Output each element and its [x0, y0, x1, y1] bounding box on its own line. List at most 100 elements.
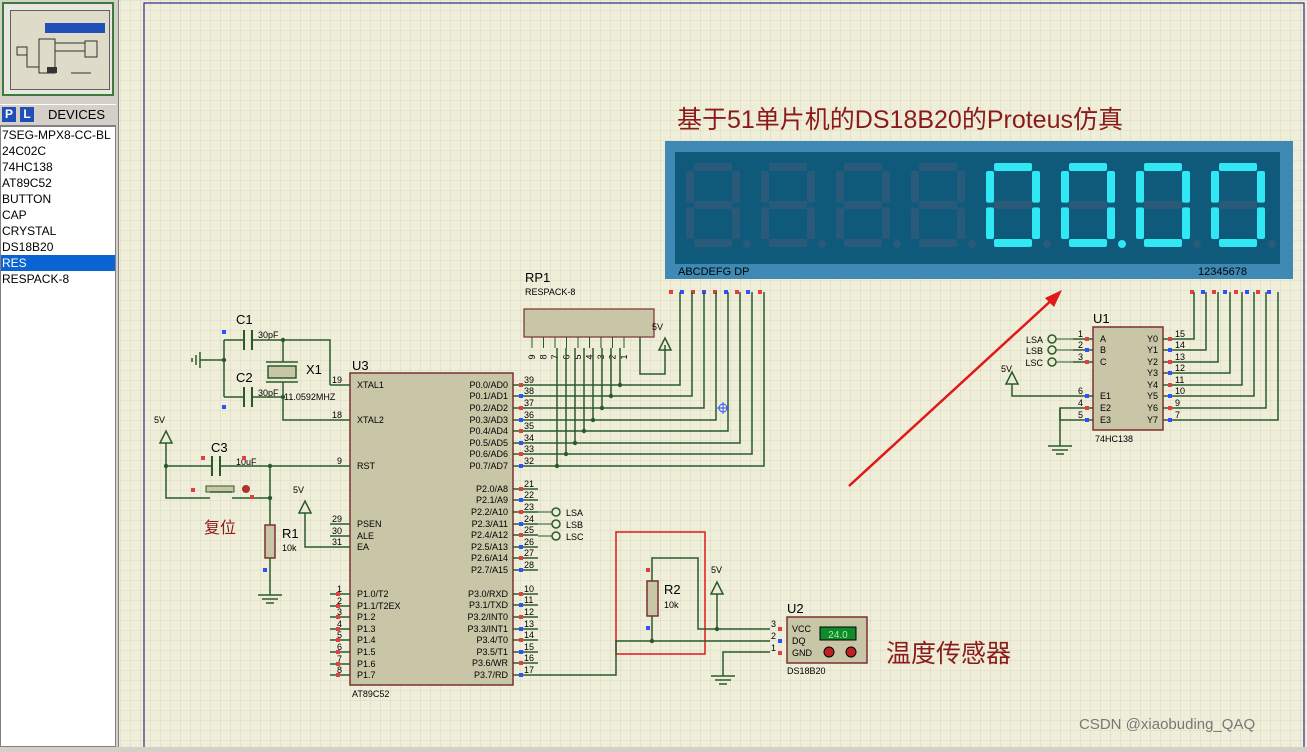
junction	[280, 394, 286, 400]
wire	[538, 292, 729, 432]
u3-pin-name: P0.5/AD5	[469, 438, 508, 448]
u3-pin-number: 2	[337, 596, 342, 606]
overview-thumbnail	[16, 23, 105, 74]
u3-pin-name: P1.3	[357, 624, 376, 634]
u3-pin-number: 16	[524, 653, 534, 663]
pick-devices-button[interactable]: P	[2, 107, 16, 122]
u3-pin-number: 37	[524, 398, 534, 408]
library-manager-button[interactable]: L	[20, 107, 34, 122]
segment	[1061, 207, 1069, 239]
device-item[interactable]: RESPACK-8	[2, 272, 70, 286]
segment-labels: ABCDEFG DP	[678, 266, 750, 278]
r1-ref: R1	[282, 526, 299, 541]
pin-marker	[519, 394, 523, 398]
u3-pin-name: P1.0/T2	[357, 589, 389, 599]
c3-value: 10uF	[236, 457, 257, 467]
u1-5v-label: 5V	[1001, 364, 1012, 374]
segment	[911, 171, 919, 203]
device-item[interactable]: DS18B20	[2, 240, 54, 254]
u3-pin-name: XTAL2	[357, 415, 384, 425]
pin-marker	[519, 627, 523, 631]
device-item[interactable]: 74HC138	[2, 160, 53, 174]
u1-pin-number: 7	[1175, 410, 1180, 420]
u2-pin-name: GND	[792, 648, 813, 658]
u3-pin-number: 34	[524, 433, 534, 443]
pin-marker	[646, 626, 650, 630]
button-actuator	[242, 485, 250, 493]
u2-pin-number: 2	[771, 631, 776, 641]
device-item[interactable]: BUTTON	[2, 192, 52, 206]
segment	[1219, 239, 1257, 247]
device-item[interactable]: 7SEG-MPX8-CC-BL	[2, 128, 111, 142]
net-terminal	[551, 507, 561, 517]
decimal-point	[818, 240, 826, 248]
segment	[1069, 163, 1107, 171]
pin-marker	[519, 406, 523, 410]
u3-pin-name: P3.5/T1	[476, 647, 508, 657]
u3-pin-name: PSEN	[357, 519, 382, 529]
u3-pin-number: 36	[524, 410, 534, 420]
pin-marker	[1267, 290, 1271, 294]
junction	[572, 440, 578, 446]
u1-pin-number: 4	[1078, 398, 1083, 408]
segment	[686, 207, 694, 239]
device-item[interactable]: RES	[1, 255, 115, 271]
pointer-arrow	[848, 296, 1056, 487]
segment	[694, 201, 732, 209]
rp1-pin-num: 5	[573, 354, 583, 359]
rp1-ref: RP1	[525, 270, 550, 285]
overview-window[interactable]	[2, 2, 114, 96]
u3-pin-name: P3.7/RD	[474, 670, 509, 680]
c1-ref: C1	[236, 312, 253, 327]
c2-ref: C2	[236, 370, 253, 385]
pin-marker	[519, 464, 523, 468]
u3-pin-name: P3.6/WR	[472, 658, 509, 668]
power-terminal	[657, 336, 673, 351]
device-item[interactable]: AT89C52	[2, 176, 52, 190]
watermark: CSDN @xiaobuding_QAQ	[1079, 716, 1256, 733]
wire	[1183, 292, 1231, 374]
crystal-body	[267, 365, 297, 379]
rp1-pin-num: 8	[539, 354, 549, 359]
pin-marker	[1085, 418, 1089, 422]
u2-pin-number: 1	[771, 643, 776, 653]
devices-header: P L DEVICES	[0, 104, 116, 126]
u3-pin-name: EA	[357, 542, 369, 552]
pin-marker	[336, 592, 340, 596]
junction	[563, 451, 569, 457]
net-terminal	[551, 519, 561, 529]
u3-pin-name: P3.2/INT0	[467, 612, 508, 622]
wire	[722, 651, 770, 676]
c1-value: 30pF	[258, 330, 279, 340]
u3-part: AT89C52	[352, 689, 389, 699]
decimal-point	[1118, 240, 1126, 248]
u3-pin-number: 1	[337, 584, 342, 594]
u1-pin-name: A	[1100, 334, 1106, 344]
pin-marker	[263, 568, 267, 572]
pin-marker	[1190, 290, 1194, 294]
u3-pin-name: P2.2/A10	[471, 507, 508, 517]
segment	[919, 239, 957, 247]
pin-marker	[758, 290, 762, 294]
device-item[interactable]: 24C02C	[2, 144, 47, 158]
pin-marker	[519, 673, 523, 677]
segment	[1069, 201, 1107, 209]
device-item[interactable]: CAP	[2, 208, 27, 222]
device-item[interactable]: CRYSTAL	[2, 224, 57, 238]
pin-marker	[1168, 394, 1172, 398]
temperature-lcd	[819, 626, 857, 641]
u3-pin-number: 24	[524, 514, 534, 524]
u3-pin-name: P0.1/AD1	[469, 391, 508, 401]
c2-value: 30pF	[258, 388, 279, 398]
rp1-pin-num: 4	[585, 354, 595, 359]
segment	[986, 207, 994, 239]
rp1-pin-num: 1	[619, 354, 629, 359]
pin-marker	[646, 568, 650, 572]
segment	[1069, 239, 1107, 247]
segment	[769, 201, 807, 209]
pin-marker	[724, 290, 728, 294]
pin-marker	[519, 615, 523, 619]
u3-pin-name: P3.0/RXD	[468, 589, 509, 599]
